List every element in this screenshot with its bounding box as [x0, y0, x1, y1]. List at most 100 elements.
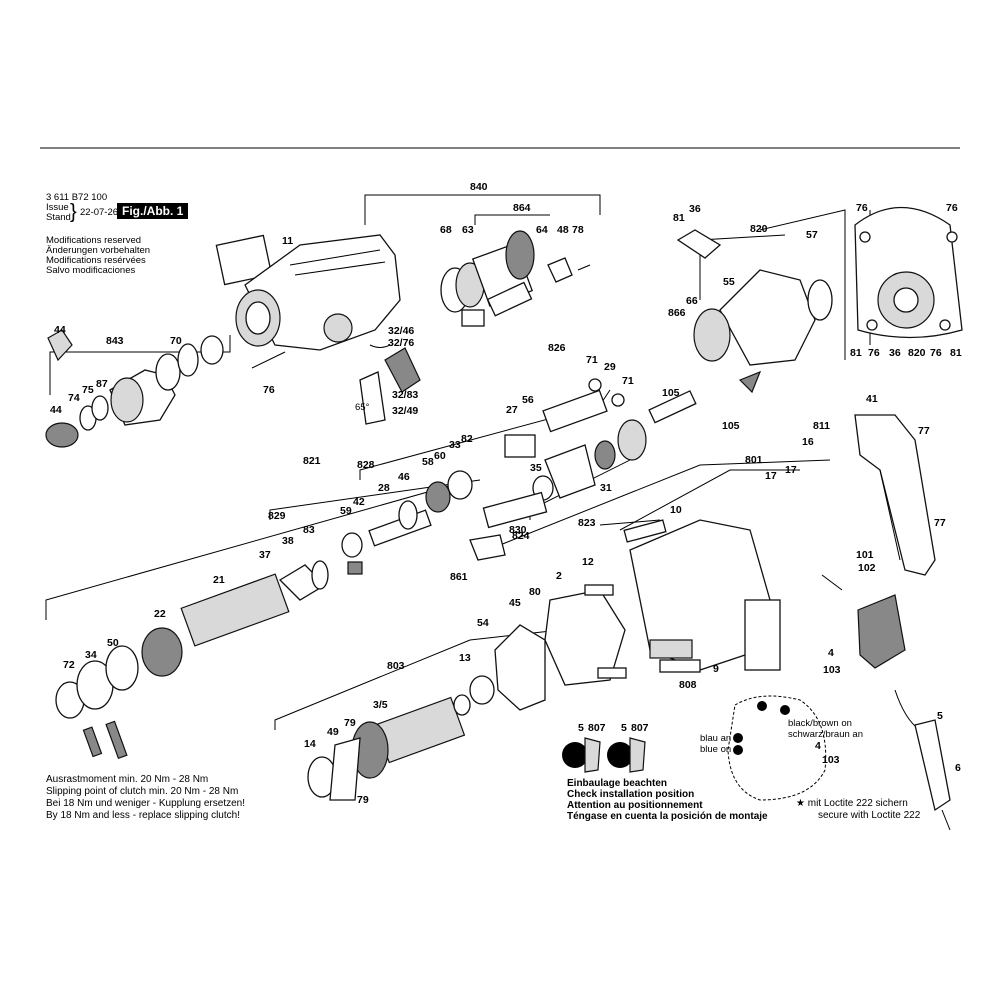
- install-note-es: Téngase en cuenta la posición de montaje: [567, 811, 768, 822]
- clutch-note-en: Slipping point of clutch min. 20 Nm - 28…: [46, 786, 239, 797]
- part-label: 80: [529, 586, 541, 598]
- part-label: 17: [785, 464, 797, 476]
- part-label: 16: [802, 436, 814, 448]
- clutch-note-de: Ausrastmoment min. 20 Nm - 28 Nm: [46, 774, 209, 785]
- part-label: 81: [950, 347, 962, 359]
- loctite-note-en: secure with Loctite 222: [818, 810, 921, 821]
- part-label: 820: [908, 347, 926, 359]
- part-label: 57: [806, 229, 818, 241]
- part-label: 77: [918, 425, 930, 437]
- part-label: 83: [303, 524, 315, 536]
- part-label: 70: [170, 335, 182, 347]
- part-label: 63: [462, 224, 474, 236]
- loctite-note-de: ★ mit Loctite 222 sichern: [796, 798, 908, 809]
- part-label: 17: [765, 470, 777, 482]
- wire-black-de: schwarz/braun an: [788, 729, 863, 740]
- part-label: 38: [282, 535, 294, 547]
- part-label: 9: [713, 663, 719, 675]
- part-label: 77: [934, 517, 946, 529]
- part-label: 829: [268, 510, 286, 522]
- install-position-icons: [562, 737, 646, 773]
- part-label: 861: [450, 571, 468, 583]
- part-label: 59: [340, 505, 352, 517]
- handle: [854, 414, 936, 576]
- part-label: 13: [459, 652, 471, 664]
- ram-group: [341, 470, 473, 575]
- part-label: 3/5: [373, 699, 388, 711]
- mod-de: Änderungen vorbehalten: [46, 245, 151, 256]
- mod-en: Modifications reserved: [46, 235, 142, 246]
- part-label: 27: [506, 404, 518, 416]
- hammer-tube: [55, 560, 329, 760]
- part-label: 830: [509, 524, 527, 536]
- part-label: 76: [868, 347, 880, 359]
- part-label: 823: [578, 517, 596, 529]
- wire-black-en: black/brown on: [788, 718, 852, 729]
- part-label: 76: [930, 347, 942, 359]
- motor-housing: [623, 519, 781, 673]
- stand-label: Stand: [46, 212, 71, 223]
- part-label: 41: [866, 393, 878, 405]
- part-label: 75: [82, 384, 94, 396]
- part-label: 79: [344, 717, 356, 729]
- part-label: 803: [387, 660, 405, 672]
- part-label: 32/49: [392, 405, 419, 417]
- part-label: 58: [422, 456, 434, 468]
- mod-es: Salvo modificaciones: [46, 265, 136, 276]
- part-label: 42: [353, 496, 365, 508]
- part-label: 11: [282, 235, 294, 247]
- part-label: 103: [822, 754, 840, 766]
- part-label: 76: [856, 202, 868, 214]
- part-label: 54: [477, 617, 489, 629]
- part-label: 79: [357, 794, 369, 806]
- part-label: 36: [689, 203, 701, 215]
- armature: [307, 694, 471, 801]
- part-label: 2: [556, 570, 562, 582]
- brace: }: [70, 201, 77, 223]
- part-label: 37: [259, 549, 271, 561]
- part-label: 22: [154, 608, 166, 620]
- part-label: 843: [106, 335, 124, 347]
- part-label: 45: [509, 597, 521, 609]
- part-label: 78: [572, 224, 584, 236]
- part-label: 102: [858, 562, 876, 574]
- part-label: 5: [578, 722, 584, 734]
- part-label: 48: [557, 224, 569, 236]
- part-label: 824: [512, 530, 530, 542]
- part-label: 81: [673, 212, 685, 224]
- part-label: 36: [889, 347, 901, 359]
- part-label: 35: [530, 462, 542, 474]
- part-label: 33: [449, 439, 461, 451]
- flange-plate: [854, 206, 963, 339]
- install-note-de: Einbaulage beachten: [567, 778, 668, 789]
- part-label: 32/46: [388, 325, 415, 337]
- spindle-group: [469, 378, 647, 561]
- part-label: 807: [631, 722, 649, 734]
- part-label: 828: [357, 459, 375, 471]
- part-label: 74: [68, 392, 80, 404]
- part-label: 5: [937, 710, 943, 722]
- part-label: 31: [600, 482, 612, 494]
- part-label: 49: [327, 726, 339, 738]
- switch: [821, 574, 906, 669]
- part-label: 866: [668, 307, 686, 319]
- wire-blue-de: blau an: [700, 733, 732, 744]
- part-label: 87: [96, 378, 108, 390]
- part-label: 72: [63, 659, 75, 671]
- part-label: 101: [856, 549, 874, 561]
- part-label: 76: [263, 384, 275, 396]
- switch-parts: [251, 344, 421, 425]
- part-label: 64: [536, 224, 548, 236]
- part-label: 71: [622, 375, 634, 387]
- part-label: 864: [513, 202, 531, 214]
- part-label: 76: [946, 202, 958, 214]
- part-label: 71: [586, 354, 598, 366]
- part-label: 807: [588, 722, 606, 734]
- part-label: 68: [440, 224, 452, 236]
- power-cable: [894, 689, 951, 831]
- part-label: 10: [670, 504, 682, 516]
- part-label: 81: [850, 347, 862, 359]
- issue-label: Issue: [46, 202, 69, 213]
- install-note-en: Check installation position: [567, 789, 695, 800]
